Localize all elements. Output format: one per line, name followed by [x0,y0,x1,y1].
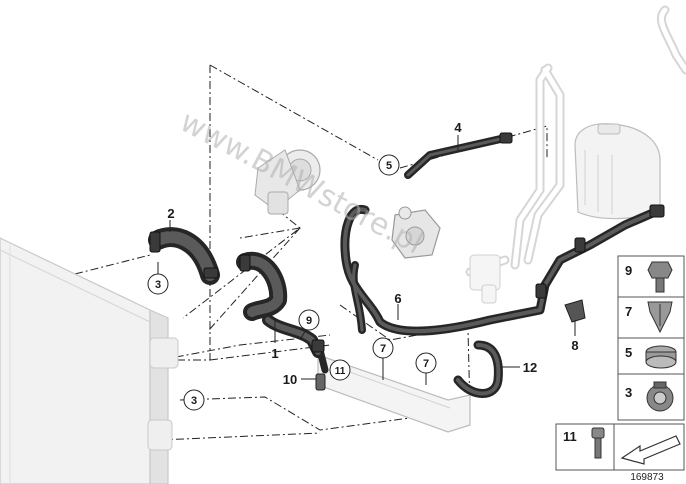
svg-text:7: 7 [625,304,632,319]
legend-item-7: 7 [625,301,673,334]
callout-3-bottom: 3 [183,389,205,411]
expansion-tank [574,123,661,220]
svg-text:2: 2 [167,206,174,221]
callout-7-left: 7 [372,337,394,359]
water-pump [254,149,321,215]
svg-text:9: 9 [306,315,312,327]
svg-text:5: 5 [386,160,392,172]
svg-text:8: 8 [571,338,578,353]
callout-3-top: 3 [147,273,169,295]
svg-text:7: 7 [380,343,386,355]
svg-text:9: 9 [625,263,632,278]
legend-item-11: 11 [563,427,605,459]
svg-text:10: 10 [283,372,297,387]
svg-text:1: 1 [271,346,278,361]
watermark: www.BMWstore.pl [174,104,428,261]
radiator [0,237,179,484]
callout-5: 5 [378,154,400,176]
callout-1: 1 [271,346,278,361]
callout-11: 11 [329,359,351,381]
arrow-icon [620,435,681,465]
clip-part-8 [564,299,586,323]
svg-text:11: 11 [563,429,577,444]
svg-text:5: 5 [625,345,632,360]
connector-clip-icon [646,381,674,412]
legend-item-3: 3 [625,381,674,412]
callout-8: 8 [571,338,578,353]
screw-part-10 [315,373,326,391]
callout-10: 10 [283,372,297,387]
callout-12: 12 [523,360,537,375]
svg-text:3: 3 [191,395,197,407]
legend-panel: 9 7 5 3 [555,255,685,483]
svg-text:7: 7 [423,358,429,370]
svg-text:6: 6 [394,291,401,306]
svg-text:3: 3 [625,385,632,400]
bolt-icon [647,261,673,293]
legend-item-5: 5 [625,345,677,369]
hoses-highlight [152,136,657,396]
callout-7-right: 7 [415,352,437,374]
svg-text:3: 3 [155,279,161,291]
callout-2: 2 [167,206,174,221]
svg-text:11: 11 [335,366,346,377]
svg-text:4: 4 [454,120,462,135]
diagram-id: 169873 [630,472,664,483]
screw-icon [591,427,605,459]
clip-icon [647,301,673,334]
callout-9: 9 [298,309,320,331]
ghost-valve [469,254,501,304]
svg-text:www.BMWstore.pl: www.BMWstore.pl [174,104,428,261]
callout-4: 4 [454,120,462,135]
hose-clamps [149,132,665,353]
svg-text:12: 12 [523,360,537,375]
legend-item-9: 9 [625,261,673,293]
thermostat [391,206,441,259]
callout-6: 6 [394,291,401,306]
hose-clamp-icon [645,345,677,369]
